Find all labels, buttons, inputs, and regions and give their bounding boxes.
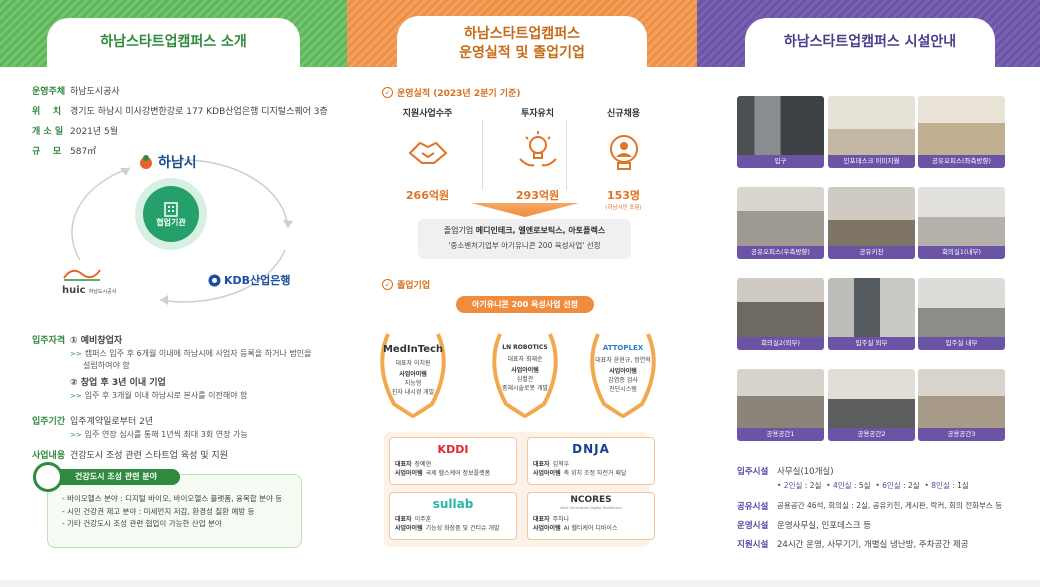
stat-divider <box>566 120 567 190</box>
photo-common-space-3: 공용공간3 <box>918 369 1005 441</box>
cooperation-hub: 협업기관 <box>143 186 199 242</box>
check-circle-icon: ✓ <box>382 279 393 290</box>
baby-unicorn-ribbon: 아기유니콘 200 육성사업 선정 <box>456 296 594 313</box>
graduates-summary-box: 졸업기업 메디인테크, 엘엔로보틱스, 아토플렉스 '중소벤처기업부 아기유니콘… <box>418 219 631 259</box>
huic-logo: huic 하남도시공사 <box>62 264 116 296</box>
stat-investment: 투자유치 293억원 <box>515 109 560 202</box>
stat-hiring: 신규채용 153명 (하남시민 포함) <box>571 106 676 211</box>
down-chevron-icon <box>471 203 579 217</box>
footer-strip <box>0 580 1040 587</box>
hanam-emblem-icon <box>140 155 152 169</box>
laurel-wreath-icon <box>380 333 446 418</box>
photo-shared-office-left: 공유오피스(좌측방향) <box>918 96 1005 168</box>
hanam-city-logo: 하남시 <box>138 152 197 172</box>
graduates-section-title: ✓졸업기업 <box>382 278 430 291</box>
handshake-icon <box>408 141 447 164</box>
photo-meeting-room-2: 회의실2(외부) <box>737 278 824 350</box>
stat-divider <box>482 120 483 190</box>
magnifier-icon <box>33 462 63 492</box>
check-circle-icon: ✓ <box>382 87 393 98</box>
photo-info-desk: 인포데스크 이미지월 <box>828 96 915 168</box>
health-city-note-lines: - 바이오헬스 분야 : 디지털 바이오, 바이오헬스 플랫폼, 융복합 분야 … <box>62 494 283 528</box>
photo-entrance: 입구 <box>737 96 824 168</box>
photo-common-space-2: 공용공간2 <box>828 369 915 441</box>
laurel-ln-robotics: LN ROBOTICS 대표자 최재순 사업아이템 심혈관 중재시술로봇 개발 <box>486 326 564 418</box>
huic-emblem-icon <box>63 269 101 281</box>
facility-title: 하남스타트업캠퍼스 시설안내 <box>745 18 995 67</box>
photo-shared-kitchen: 공유키친 <box>828 187 915 259</box>
photo-tenant-room-inside: 입주실 내부 <box>918 278 1005 350</box>
photo-common-space-1: 공용공간1 <box>737 369 824 441</box>
health-city-note-title: 건강도시 조성 관련 분야 <box>45 469 180 485</box>
photo-shared-office-right: 공유오피스(우측방향) <box>737 187 824 259</box>
building-icon <box>164 201 178 217</box>
kdb-emblem-icon <box>208 274 221 286</box>
facility-room-breakdown: • 2인실 : 2실 • 4인실 : 5실 • 6인실 : 2실 • 8인실 :… <box>777 481 969 490</box>
performance-section-title: ✓운영실적 (2023년 2분기 기준) <box>382 86 520 99</box>
laurel-medintech: MedInTech 대표자 이치원 사업아이템 지능형 진자 내시경 개발 <box>374 326 452 418</box>
intro-title: 하남스타트업캠퍼스 소개 <box>47 18 300 67</box>
cooperation-cycle-diagram <box>71 159 293 305</box>
laurel-wreath-icon <box>492 333 558 418</box>
laurel-wreath-icon <box>590 333 656 418</box>
card-ncores: NCORES Next Generation Digital Healthcar… <box>527 492 655 540</box>
photo-tenant-room-outside: 입주실 외부 <box>828 278 915 350</box>
kdb-bank-logo: KDB산업은행 <box>208 272 291 288</box>
stat-grant: 지원사업수주 266억원 <box>402 109 453 202</box>
laurel-attoplex: ATTOPLEX 대표자 윤현규, 정연혁 사업아이템 감염증 검사 진단시스템 <box>584 326 662 418</box>
employee-badge-icon <box>609 135 638 170</box>
idea-bulb-hands-icon <box>518 131 557 167</box>
photo-meeting-room-1: 회의실1(내부) <box>918 187 1005 259</box>
health-city-note-box <box>47 474 302 548</box>
